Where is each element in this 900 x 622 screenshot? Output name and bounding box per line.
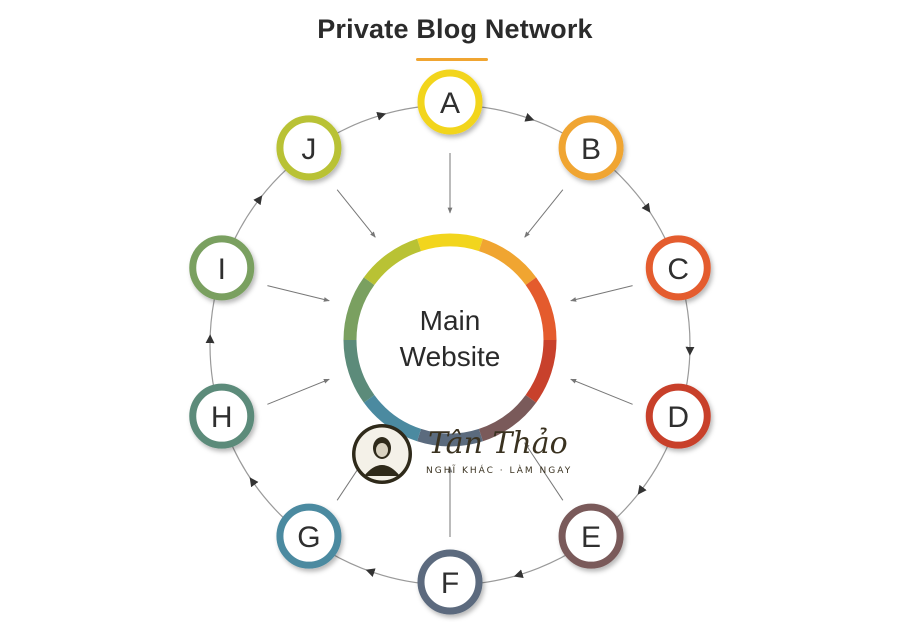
spoke-arrow [524, 189, 564, 238]
node-circle [417, 549, 483, 615]
node-i: I [189, 235, 255, 301]
node-g: G [276, 503, 342, 569]
node-label: G [297, 521, 320, 554]
center-label-line2: Website [400, 341, 501, 372]
center-ring-segment [417, 233, 483, 252]
node-circle [417, 69, 483, 135]
node-b: B [558, 115, 624, 181]
center-ring-segment [478, 238, 537, 286]
node-circle [189, 383, 255, 449]
ring-arrow-head [513, 569, 524, 579]
center-ring-segment [363, 394, 422, 442]
main-website-node: Main Website [343, 233, 557, 447]
node-circle [276, 503, 342, 569]
node-f: F [417, 549, 483, 615]
node-label: H [211, 401, 233, 434]
spoke-arrows [267, 153, 633, 537]
center-ring-segment [478, 394, 537, 442]
spoke-arrow [267, 378, 330, 405]
node-label: F [441, 567, 459, 600]
spoke-arrow [336, 189, 376, 238]
node-label: E [581, 521, 601, 554]
title-underline [416, 58, 488, 61]
center-ring-segment [525, 277, 557, 341]
ring-arrow-head [524, 113, 535, 122]
spoke-arrow [524, 442, 564, 501]
node-c: C [645, 235, 711, 301]
center-ring [343, 233, 557, 447]
ring-arrow-head [253, 195, 263, 206]
spoke-arrow [570, 285, 633, 302]
center-ring-segment [417, 428, 483, 447]
ring-arrow-head [249, 477, 259, 488]
watermark-tagline: NGHĨ KHÁC · LÀM NGAY [426, 466, 573, 476]
node-circle [276, 115, 342, 181]
ring-arrow-head [365, 568, 376, 577]
spoke-arrow [570, 378, 633, 405]
center-ring-segment [525, 339, 557, 403]
center-ring-segment [363, 238, 422, 286]
node-circle [645, 235, 711, 301]
node-a: A [417, 69, 483, 135]
diagram-title: Private Blog Network [317, 14, 593, 44]
node-circle [189, 235, 255, 301]
node-label: C [667, 253, 689, 286]
node-circle [645, 383, 711, 449]
watermark: Tân Thảo NGHĨ KHÁC · LÀM NGAY [352, 424, 572, 486]
node-j: J [276, 115, 342, 181]
spoke-arrow [267, 285, 330, 302]
satellite-nodes: A B C D E F G H I J [189, 69, 711, 615]
node-circle [558, 115, 624, 181]
node-d: D [645, 383, 711, 449]
node-h: H [189, 383, 255, 449]
ring-arrow-head [637, 484, 647, 495]
node-label: A [440, 87, 460, 120]
ring-arrow-head [376, 111, 387, 121]
ring-arrow-head [641, 202, 651, 213]
node-circle [558, 503, 624, 569]
node-e: E [558, 503, 624, 569]
center-ring-segment [343, 277, 375, 341]
node-label: J [301, 133, 316, 166]
node-label: I [218, 253, 226, 286]
node-label: D [667, 401, 689, 434]
watermark-portrait-icon [352, 424, 412, 484]
center-label-line1: Main [420, 305, 481, 336]
center-ring-segment [343, 339, 375, 403]
node-label: B [581, 133, 601, 166]
watermark-name: Tân Thảo [428, 426, 568, 461]
